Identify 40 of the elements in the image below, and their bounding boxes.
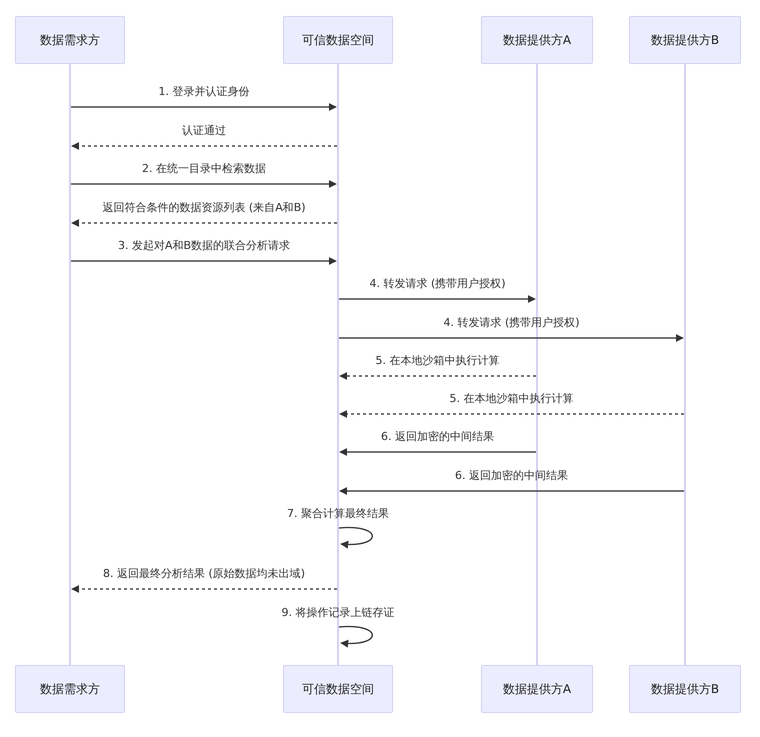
edge-label: 1. 登录并认证身份: [158, 84, 250, 99]
edge-label: 6. 返回加密的中间结果: [381, 429, 494, 444]
lifeline: [536, 64, 538, 665]
message-arrow: [339, 448, 536, 456]
self-message-arrow: [338, 526, 373, 548]
edge-label: 6. 返回加密的中间结果: [455, 468, 568, 483]
edge-label: 9. 将操作记录上链存证: [282, 605, 394, 620]
lifeline: [69, 64, 71, 665]
message-arrow: [71, 180, 337, 188]
edge-label: 2. 在统一目录中检索数据: [142, 161, 266, 176]
return-arrow: [71, 585, 337, 593]
edge-label: 7. 聚合计算最终结果: [287, 506, 389, 521]
lifeline: [684, 64, 686, 665]
message-arrow: [339, 487, 684, 495]
message-arrow: [339, 295, 536, 303]
message-arrow: [339, 334, 684, 342]
return-arrow: [339, 372, 536, 380]
message-arrow: [71, 103, 337, 111]
return-arrow: [71, 219, 337, 227]
return-arrow: [339, 410, 684, 418]
participant-box: 数据需求方: [15, 665, 125, 713]
edge-label: 4. 转发请求 (携带用户授权): [369, 276, 506, 291]
edge-label: 5. 在本地沙箱中执行计算: [376, 353, 500, 368]
participant-box: 可信数据空间: [283, 16, 393, 64]
participant-box: 数据提供方B: [629, 16, 741, 64]
message-arrow: [71, 257, 337, 265]
edge-label: 8. 返回最终分析结果 (原始数据均未出域): [102, 566, 306, 581]
edge-label: 认证通过: [182, 123, 226, 138]
edge-label: 4. 转发请求 (携带用户授权): [443, 315, 580, 330]
participant-box: 数据提供方A: [481, 16, 593, 64]
participant-box: 数据提供方A: [481, 665, 593, 713]
edge-label: 5. 在本地沙箱中执行计算: [450, 391, 574, 406]
participant-box: 数据需求方: [15, 16, 125, 64]
participant-box: 可信数据空间: [283, 665, 393, 713]
lifeline: [337, 64, 339, 665]
edge-label: 3. 发起对A和B数据的联合分析请求: [118, 238, 290, 253]
participant-box: 数据提供方B: [629, 665, 741, 713]
return-arrow: [71, 142, 337, 150]
edge-label: 返回符合条件的数据资源列表 (来自A和B): [102, 200, 306, 215]
self-message-arrow: [338, 626, 373, 648]
